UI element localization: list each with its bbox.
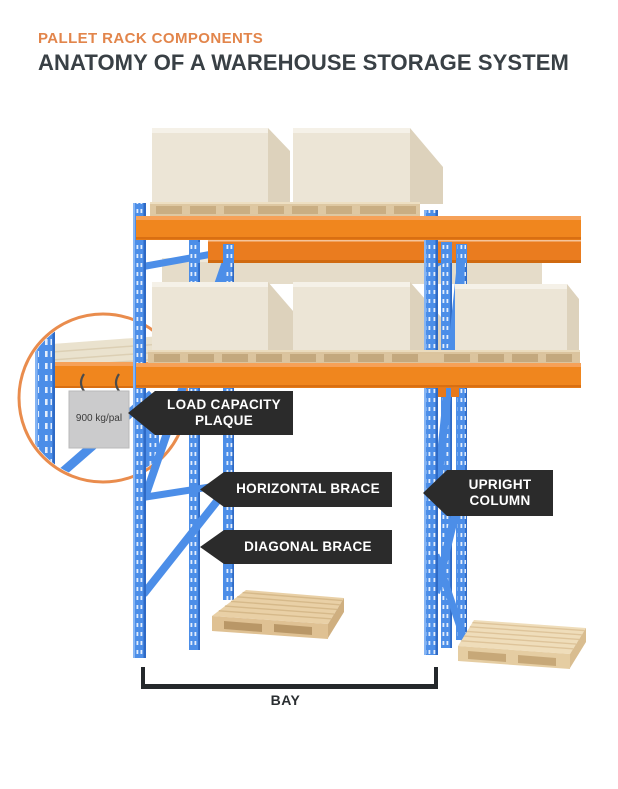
- floor-pallet-inside-bay: [212, 590, 344, 639]
- bay-dimension-bracket: [141, 667, 438, 689]
- mid-level-boxes: [152, 282, 579, 352]
- plaque-hook-left: [79, 373, 85, 392]
- floor-pallet-outside-bay: [458, 620, 586, 669]
- mid-pallet-strip: [148, 350, 580, 364]
- top-level-boxes: [152, 128, 443, 204]
- callout-load-capacity-plaque: LOAD CAPACITY PLAQUE: [155, 391, 293, 435]
- upright-stubs: [189, 242, 467, 263]
- callout-horizontal-brace-label: HORIZONTAL BRACE: [236, 481, 380, 497]
- page-title: ANATOMY OF A WAREHOUSE STORAGE SYSTEM: [38, 50, 569, 75]
- load-plaque: [68, 390, 130, 449]
- callout-diagonal-brace-label: DIAGONAL BRACE: [244, 538, 372, 554]
- diagonal-brace-left-lower: [140, 480, 235, 597]
- header-eyebrow: PALLET RACK COMPONENTS: [38, 30, 264, 47]
- callout-upright-column: UPRIGHT COLUMN: [447, 470, 553, 516]
- upright-column-left: [133, 203, 146, 658]
- load-plaque-text: 900 kg/pal: [75, 413, 123, 424]
- header: PALLET RACK COMPONENTS ANATOMY OF A WARE…: [38, 30, 569, 76]
- bay-label: BAY: [270, 692, 301, 708]
- plaque-hook-right: [114, 373, 120, 392]
- callout-upright-column-label: UPRIGHT COLUMN: [468, 476, 532, 508]
- diagonal-brace-right-bottom: [432, 553, 468, 641]
- callout-load-capacity-plaque-label: LOAD CAPACITY PLAQUE: [167, 396, 281, 428]
- upright-column-right: [424, 210, 438, 655]
- callout-horizontal-brace: HORIZONTAL BRACE: [224, 472, 392, 507]
- rear-top-beam: [208, 240, 581, 263]
- callout-diagonal-brace: DIAGONAL BRACE: [224, 530, 392, 564]
- top-pallet-strip: [150, 202, 420, 216]
- top-beam: [136, 216, 581, 240]
- mid-beam: [136, 363, 581, 397]
- pallet-rack: [133, 128, 581, 658]
